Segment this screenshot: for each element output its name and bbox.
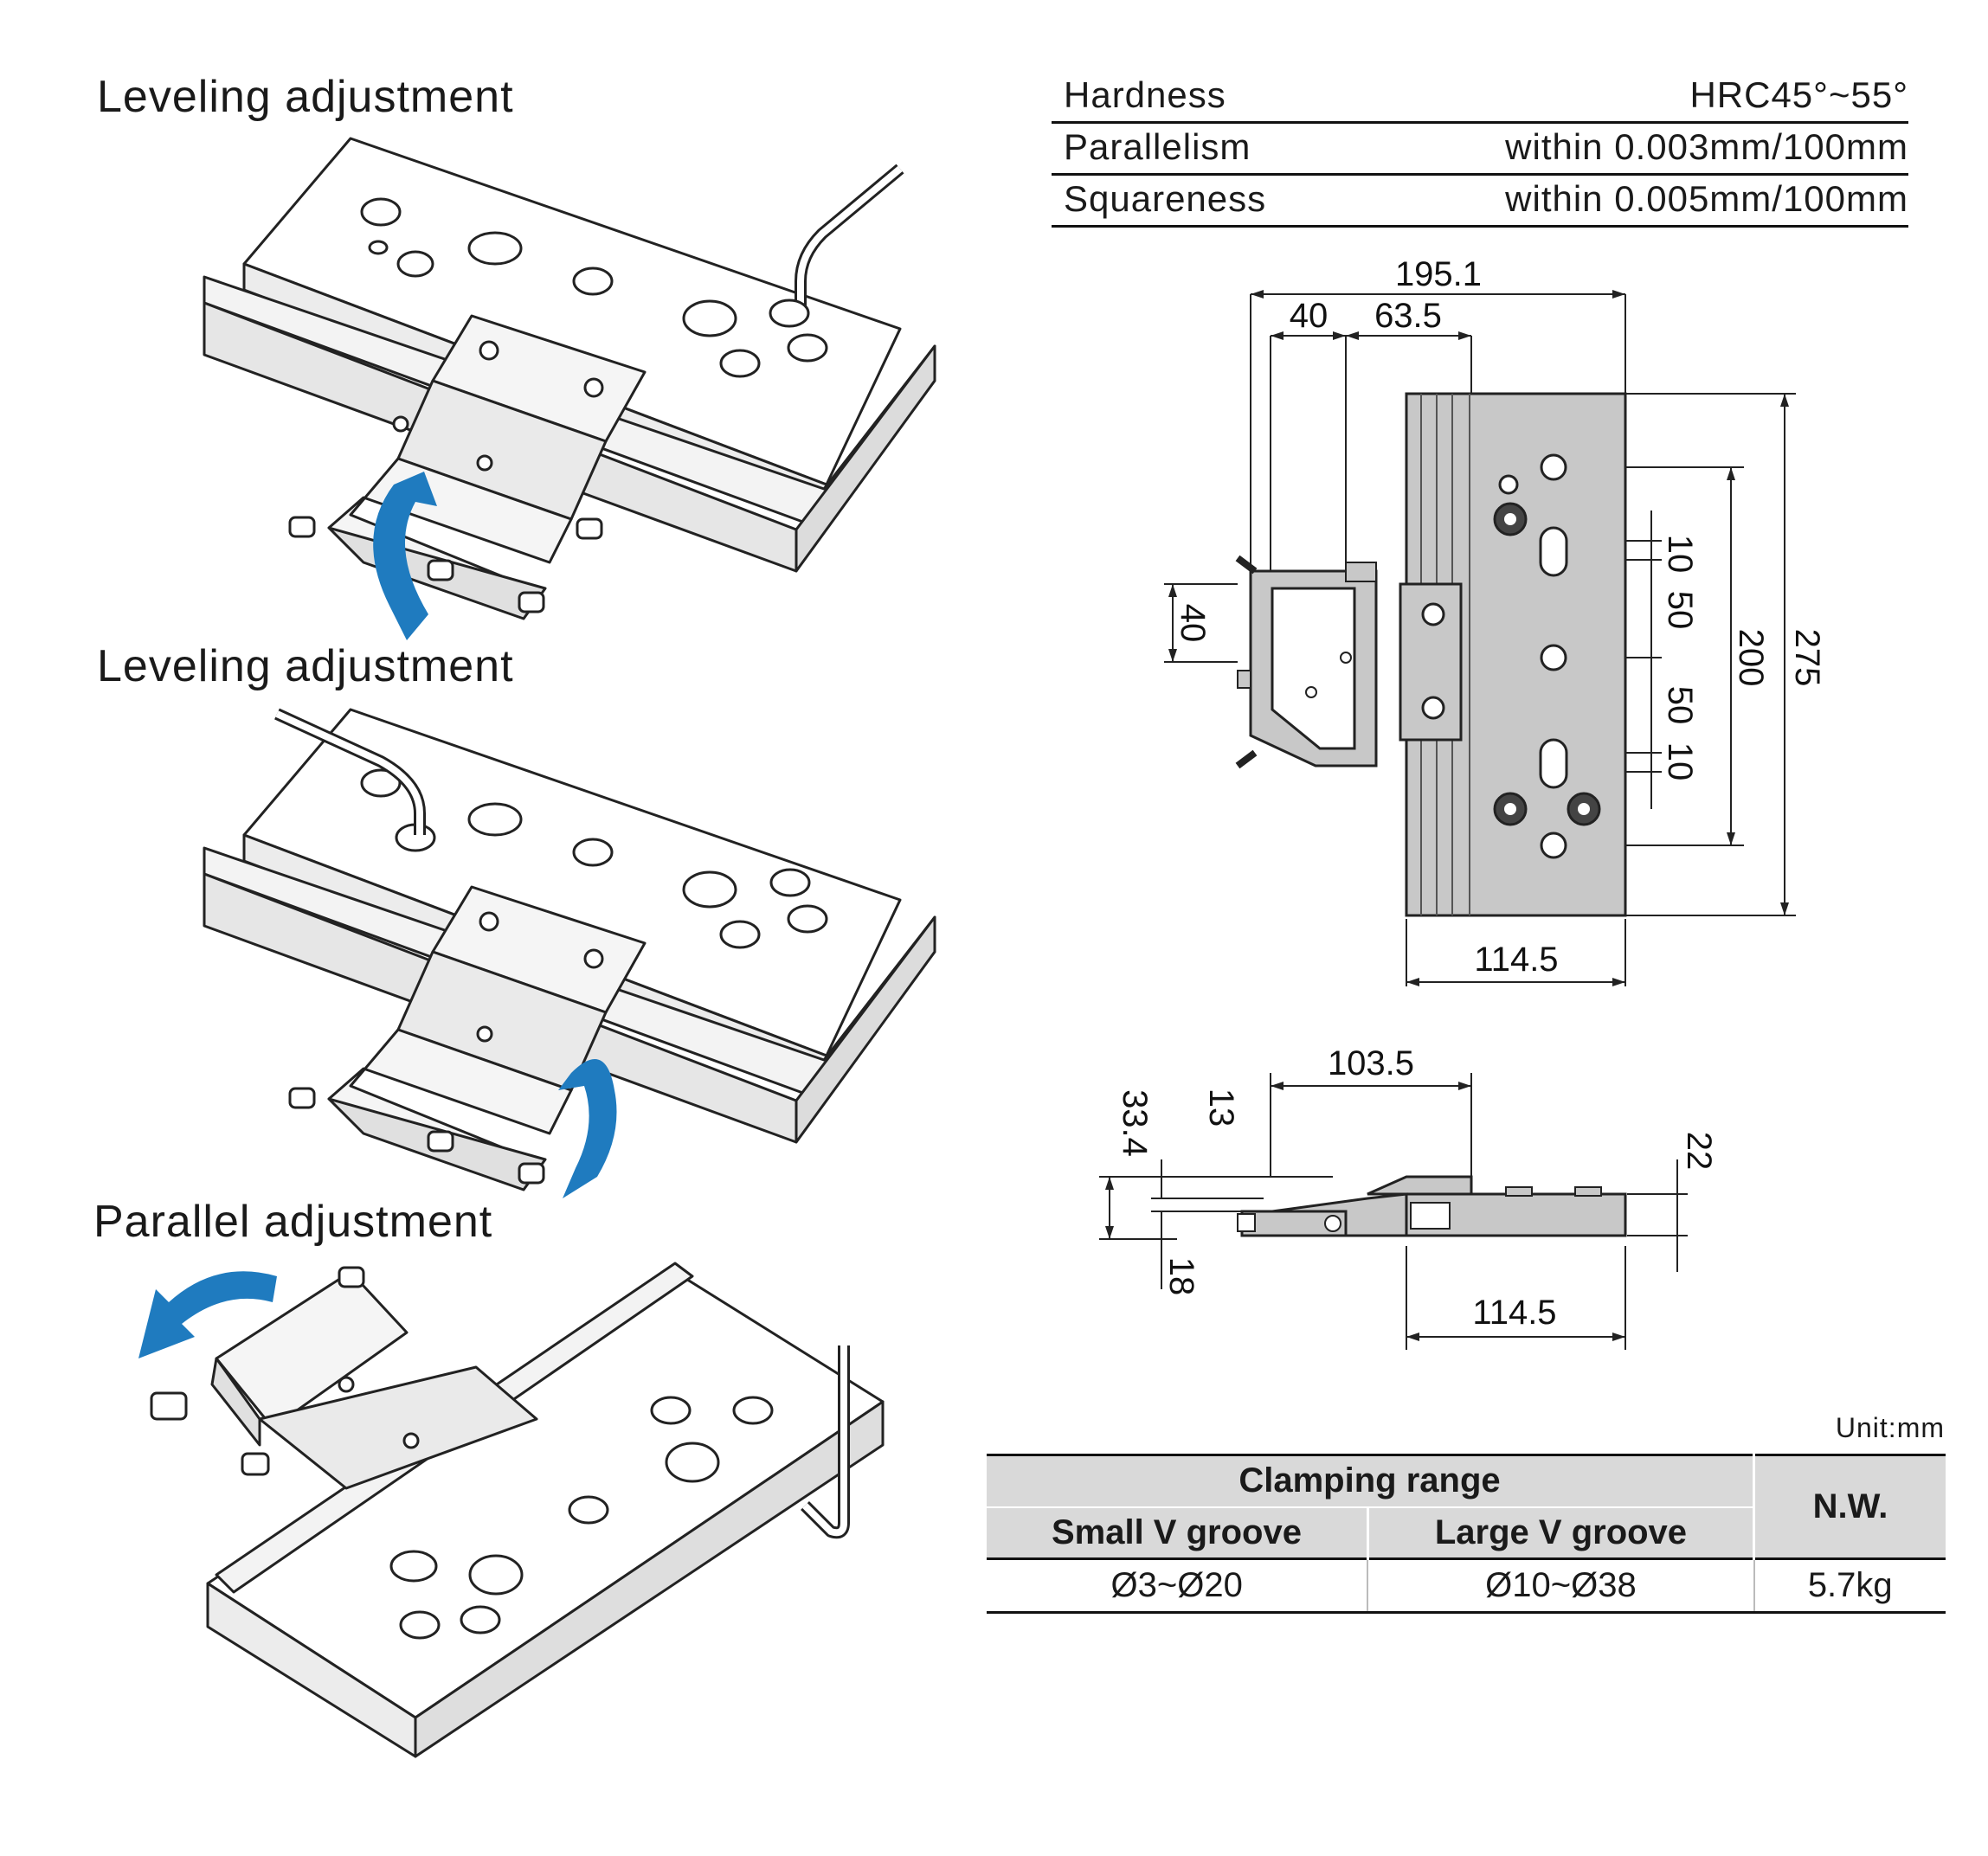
small-range-cell: Ø3~Ø20 [987, 1558, 1369, 1613]
view3-title: Parallel adjustment [93, 1197, 493, 1247]
view2-title: Leveling adjustment [97, 641, 514, 691]
spec-label: Hardness [1064, 74, 1226, 115]
dim-slot-b: 10 [1661, 742, 1699, 781]
header-clamping-range: Clamping range [987, 1455, 1755, 1507]
dim-jaw-height: 40 [1174, 604, 1212, 643]
view1-title: Leveling adjustment [97, 72, 514, 122]
clamping-table: Clamping range N.W. Small V groove Large… [987, 1454, 1946, 1614]
header-large-v-groove: Large V groove [1367, 1506, 1756, 1559]
view2-tilt-arrow [558, 1059, 617, 1198]
dim-overall-length: 275 [1788, 629, 1826, 687]
dim-base-thickness: 22 [1680, 1132, 1718, 1171]
spec-row-hardness: Hardness HRC45°~55° [1052, 71, 1908, 124]
spec-value: within 0.005mm/100mm [1505, 178, 1908, 219]
dim-overall-width: 195.1 [1395, 255, 1482, 293]
large-range-cell: Ø10~Ø38 [1367, 1558, 1755, 1613]
dim-40: 40 [1290, 297, 1329, 335]
dim-hole-span: 200 [1732, 629, 1770, 687]
dim-pitch-a: 50 [1661, 591, 1699, 630]
dim-jaw-step: 13 [1202, 1089, 1240, 1127]
side-view-drawing: 103.5 33.4 13 22 18 114.5 [1099, 1044, 1718, 1350]
view3-illustration [150, 1262, 885, 1758]
net-weight-cell: 5.7kg [1807, 1566, 1893, 1604]
view3-rotate-arrow [138, 1271, 277, 1358]
view1-tilt-arrow [373, 472, 437, 640]
spec-row-parallelism: Parallelism within 0.003mm/100mm [1052, 123, 1908, 176]
view2-illustration [203, 708, 936, 1191]
table-row: Ø3~Ø20 Ø10~Ø38 5.7kg [987, 1558, 1946, 1613]
view1-illustration [203, 137, 936, 620]
spec-label: Parallelism [1064, 126, 1251, 167]
unit-label: Unit:mm [1835, 1412, 1945, 1443]
spec-value: HRC45°~55° [1689, 74, 1908, 115]
dim-slot-a: 10 [1661, 535, 1699, 574]
spec-row-squareness: Squareness within 0.005mm/100mm [1052, 175, 1908, 228]
dim-pitch-b: 50 [1661, 686, 1699, 725]
spec-value: within 0.003mm/100mm [1505, 126, 1908, 167]
dim-jaw-reach: 103.5 [1328, 1044, 1414, 1082]
top-view-drawing: 195.1 40 63.5 40 10 50 50 10 200 275 114… [1164, 255, 1826, 986]
spec-label: Squareness [1064, 178, 1267, 219]
header-small-v-groove: Small V groove [987, 1506, 1369, 1559]
isometric-illustrations [138, 137, 936, 1758]
dim-63-5: 63.5 [1374, 297, 1442, 335]
dim-base-width: 114.5 [1474, 941, 1558, 979]
dim-side-base-width: 114.5 [1472, 1294, 1556, 1332]
dim-jaw-offset: 18 [1162, 1257, 1200, 1296]
header-net-weight: N.W. [1812, 1487, 1888, 1525]
dim-total-height: 33.4 [1116, 1089, 1154, 1157]
